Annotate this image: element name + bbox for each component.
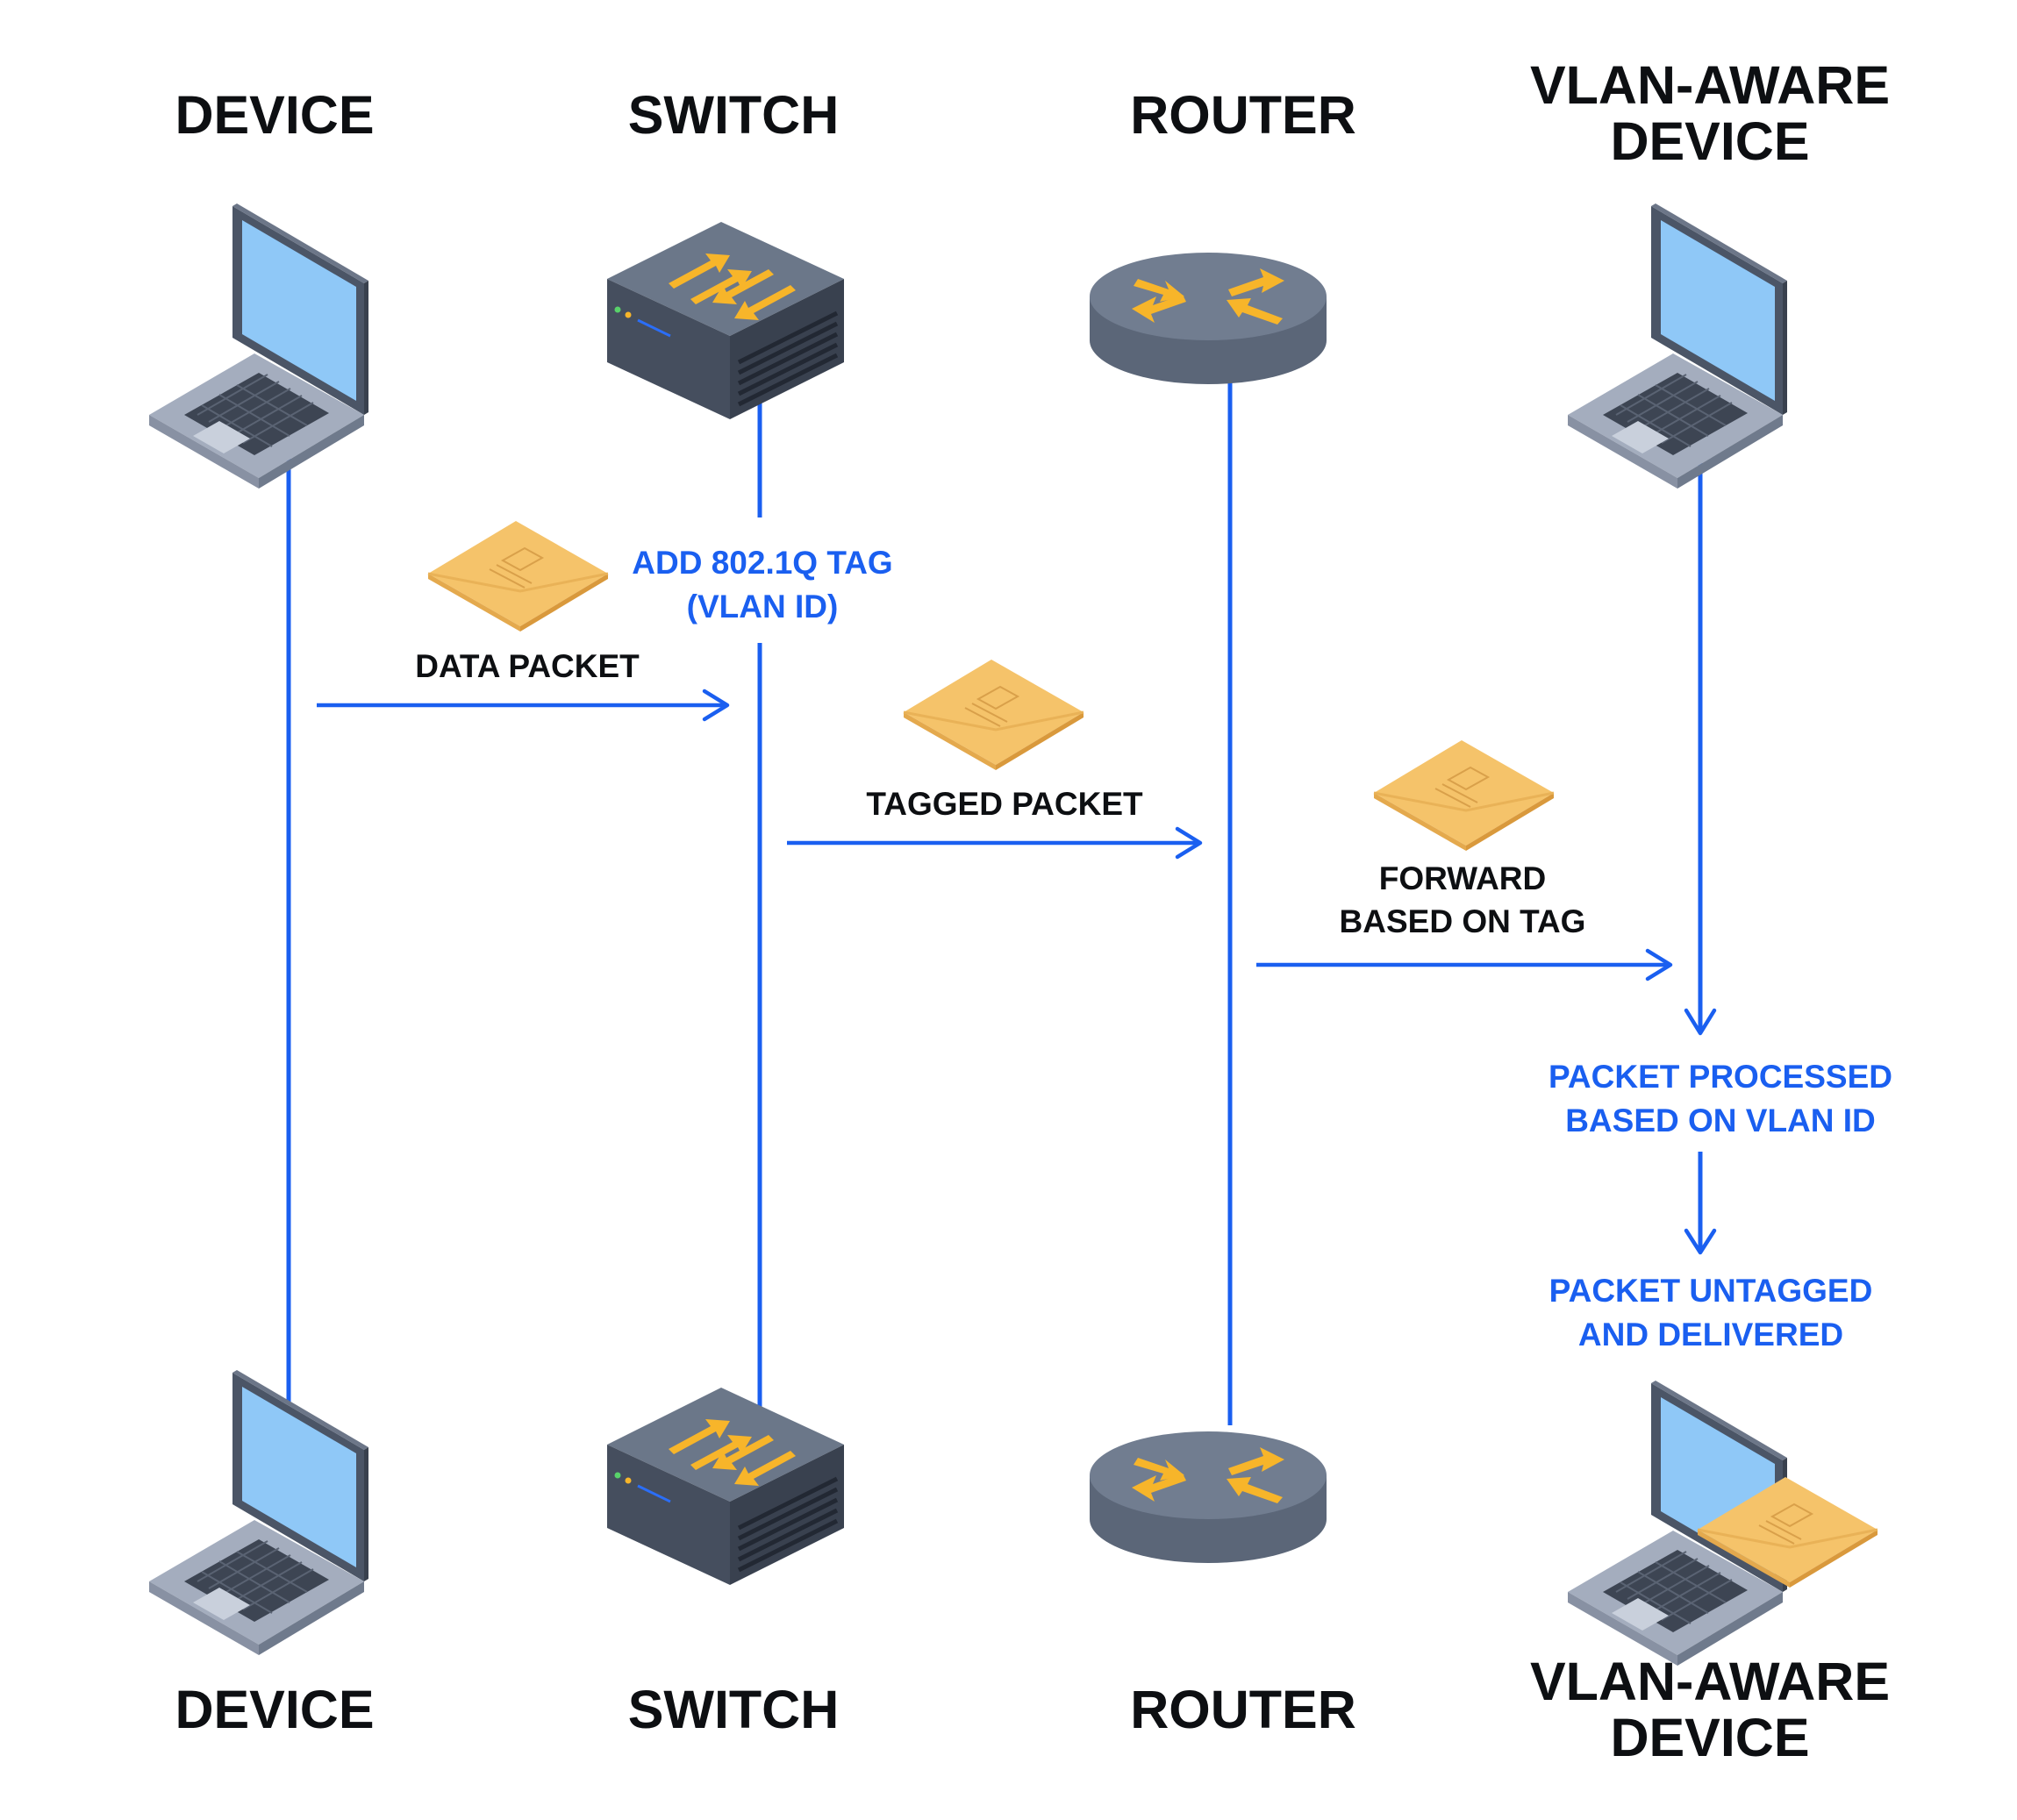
untagged-arrowhead <box>1684 1228 1717 1255</box>
switch-top-label: SWITCH <box>628 85 840 145</box>
tagged-packet-envelope-icon <box>902 658 1085 772</box>
switch-note-line2: (VLAN ID) <box>687 589 839 625</box>
data-packet-label: DATA PACKET <box>415 648 640 684</box>
untagged-note-line2: AND DELIVERED <box>1578 1317 1843 1353</box>
router-top-router-icon <box>1090 253 1327 384</box>
vlan-device-bottom-label-line2: DEVICE <box>1610 1708 1809 1767</box>
processed-note-line2: BASED ON VLAN ID <box>1565 1103 1876 1138</box>
forward-label-line1: FORWARD <box>1379 860 1546 896</box>
processed-note-line1: PACKET PROCESSED <box>1549 1059 1892 1095</box>
forward-arrow-icon <box>1645 948 1673 981</box>
forward-envelope-icon <box>1372 739 1556 853</box>
router-top-label: ROUTER <box>1130 85 1356 145</box>
switch-bottom-switch-icon <box>607 1388 844 1585</box>
switch-note-line1: ADD 802.1Q TAG <box>632 545 892 581</box>
switch-top-switch-icon <box>607 222 844 419</box>
vlan-device-bottom-label-line1: VLAN-AWARE <box>1530 1652 1890 1711</box>
data-packet-envelope-icon <box>426 519 610 633</box>
tagged-packet-label: TAGGED PACKET <box>866 786 1143 822</box>
tagged-packet-arrow-icon <box>1175 826 1203 860</box>
vlan-device-top-laptop-icon <box>1567 203 1788 489</box>
device-top-laptop-icon <box>148 203 369 489</box>
router-bottom-label: ROUTER <box>1130 1680 1356 1739</box>
vlan-device-top-label-line2: DEVICE <box>1610 111 1809 171</box>
forward-label-line2: BASED ON TAG <box>1340 903 1586 939</box>
device-bottom-label: DEVICE <box>175 1680 374 1739</box>
data-packet-arrow-icon <box>702 689 730 722</box>
vlan-lifeline-arrowhead <box>1684 1008 1717 1036</box>
switch-bottom-label: SWITCH <box>628 1680 840 1739</box>
vlan-device-top-label-line1: VLAN-AWARE <box>1530 55 1890 115</box>
device-top-label: DEVICE <box>175 85 374 145</box>
device-bottom-laptop-icon <box>148 1369 369 1656</box>
router-bottom-router-icon <box>1090 1431 1327 1563</box>
untagged-note-line1: PACKET UNTAGGED <box>1549 1273 1873 1309</box>
